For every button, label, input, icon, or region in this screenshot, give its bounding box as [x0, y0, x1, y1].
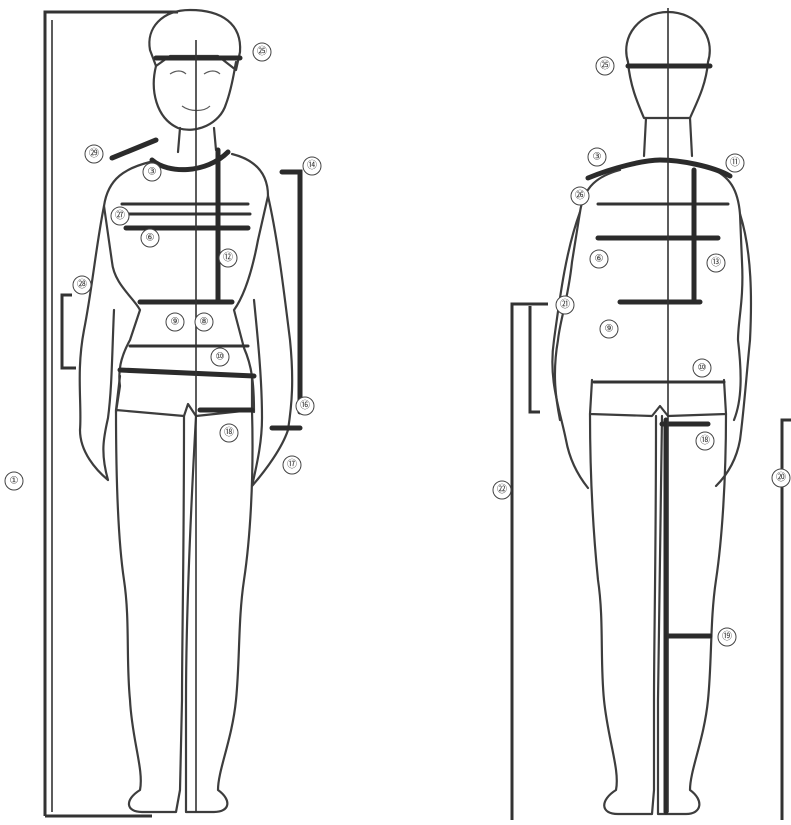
back-marker-3: ③	[588, 148, 606, 166]
svg-text:㉕: ㉕	[600, 60, 610, 72]
front-marker-3: ③	[143, 163, 161, 181]
svg-text:㉒: ㉒	[497, 484, 507, 496]
back-marker-11: ⑪	[726, 154, 744, 172]
front-marker-9: ⑨	[166, 313, 184, 331]
svg-text:⑥: ⑥	[595, 254, 604, 265]
front-figure	[45, 10, 300, 816]
front-marker-27: ㉗	[111, 207, 129, 225]
front-marker-8: ⑧	[195, 313, 213, 331]
svg-text:⑳: ⑳	[776, 472, 786, 484]
front-marker-16: ⑯	[296, 397, 314, 415]
back-marker-20: ⑳	[772, 469, 790, 487]
back-right-arm	[716, 214, 751, 486]
svg-text:⑥: ⑥	[146, 233, 155, 244]
svg-text:⑭: ⑭	[307, 160, 317, 172]
front-marker-17: ⑰	[283, 456, 301, 474]
svg-text:⑱: ⑱	[224, 427, 234, 439]
front-marker-25: ㉕	[253, 43, 271, 61]
svg-text:⑲: ⑲	[722, 631, 732, 643]
front-marker-29: ㉙	[85, 145, 103, 163]
back-marker-9: ⑨	[600, 320, 618, 338]
svg-text:⑨: ⑨	[605, 324, 614, 335]
front-left-leg	[116, 410, 184, 812]
svg-text:㉖: ㉖	[575, 190, 585, 202]
front-marker-6: ⑥	[141, 229, 159, 247]
svg-text:①: ①	[10, 476, 19, 487]
front-marker-18: ⑱	[220, 424, 238, 442]
svg-text:㉗: ㉗	[115, 210, 125, 222]
front-marker-28: ㉘	[73, 276, 91, 294]
svg-text:⑬: ⑬	[711, 257, 721, 269]
svg-text:㉑: ㉑	[560, 299, 570, 311]
back-shoulder-line	[588, 160, 730, 178]
svg-text:㉕: ㉕	[257, 46, 267, 58]
svg-text:㉘: ㉘	[77, 279, 87, 291]
front-marker-14: ⑭	[303, 157, 321, 175]
svg-text:⑩: ⑩	[216, 352, 225, 363]
svg-text:⑪: ⑪	[730, 157, 740, 169]
front-shoulder-marker	[112, 140, 156, 158]
back-marker-25: ㉕	[596, 57, 614, 75]
svg-text:⑨: ⑨	[171, 317, 180, 328]
back-marker-21: ㉑	[556, 296, 574, 314]
back-marker-6: ⑥	[590, 250, 608, 268]
back-marker-10: ⑩	[693, 359, 711, 377]
front-hair	[149, 10, 240, 70]
svg-text:③: ③	[593, 152, 602, 163]
back-left-leg	[590, 414, 656, 814]
back-figure	[512, 8, 791, 820]
svg-text:⑰: ⑰	[287, 459, 297, 471]
back-marker-26: ㉖	[571, 187, 589, 205]
back-shorts	[590, 380, 726, 416]
front-marker-10: ⑩	[211, 348, 229, 366]
svg-text:㉙: ㉙	[89, 148, 99, 160]
front-arm-guide	[62, 295, 76, 368]
front-face	[154, 62, 236, 130]
svg-text:⑱: ⑱	[700, 435, 710, 447]
back-marker-18: ⑱	[696, 432, 714, 450]
front-marker-12: ⑫	[219, 249, 237, 267]
svg-text:⑧: ⑧	[200, 317, 209, 328]
front-eyes	[170, 71, 220, 74]
back-left-arm	[552, 212, 588, 488]
svg-text:⑯: ⑯	[300, 400, 310, 412]
front-neck	[178, 128, 216, 152]
back-left-arm-guide	[530, 306, 540, 412]
front-marker-1: ①	[5, 472, 23, 490]
back-marker-19: ⑲	[718, 628, 736, 646]
front-seat-line	[120, 370, 254, 376]
back-marker-13: ⑬	[707, 254, 725, 272]
svg-text:③: ③	[148, 167, 157, 178]
svg-text:⑩: ⑩	[698, 363, 707, 374]
svg-text:⑫: ⑫	[223, 252, 233, 264]
back-marker-22: ㉒	[493, 481, 511, 499]
front-bust-line	[122, 204, 250, 214]
